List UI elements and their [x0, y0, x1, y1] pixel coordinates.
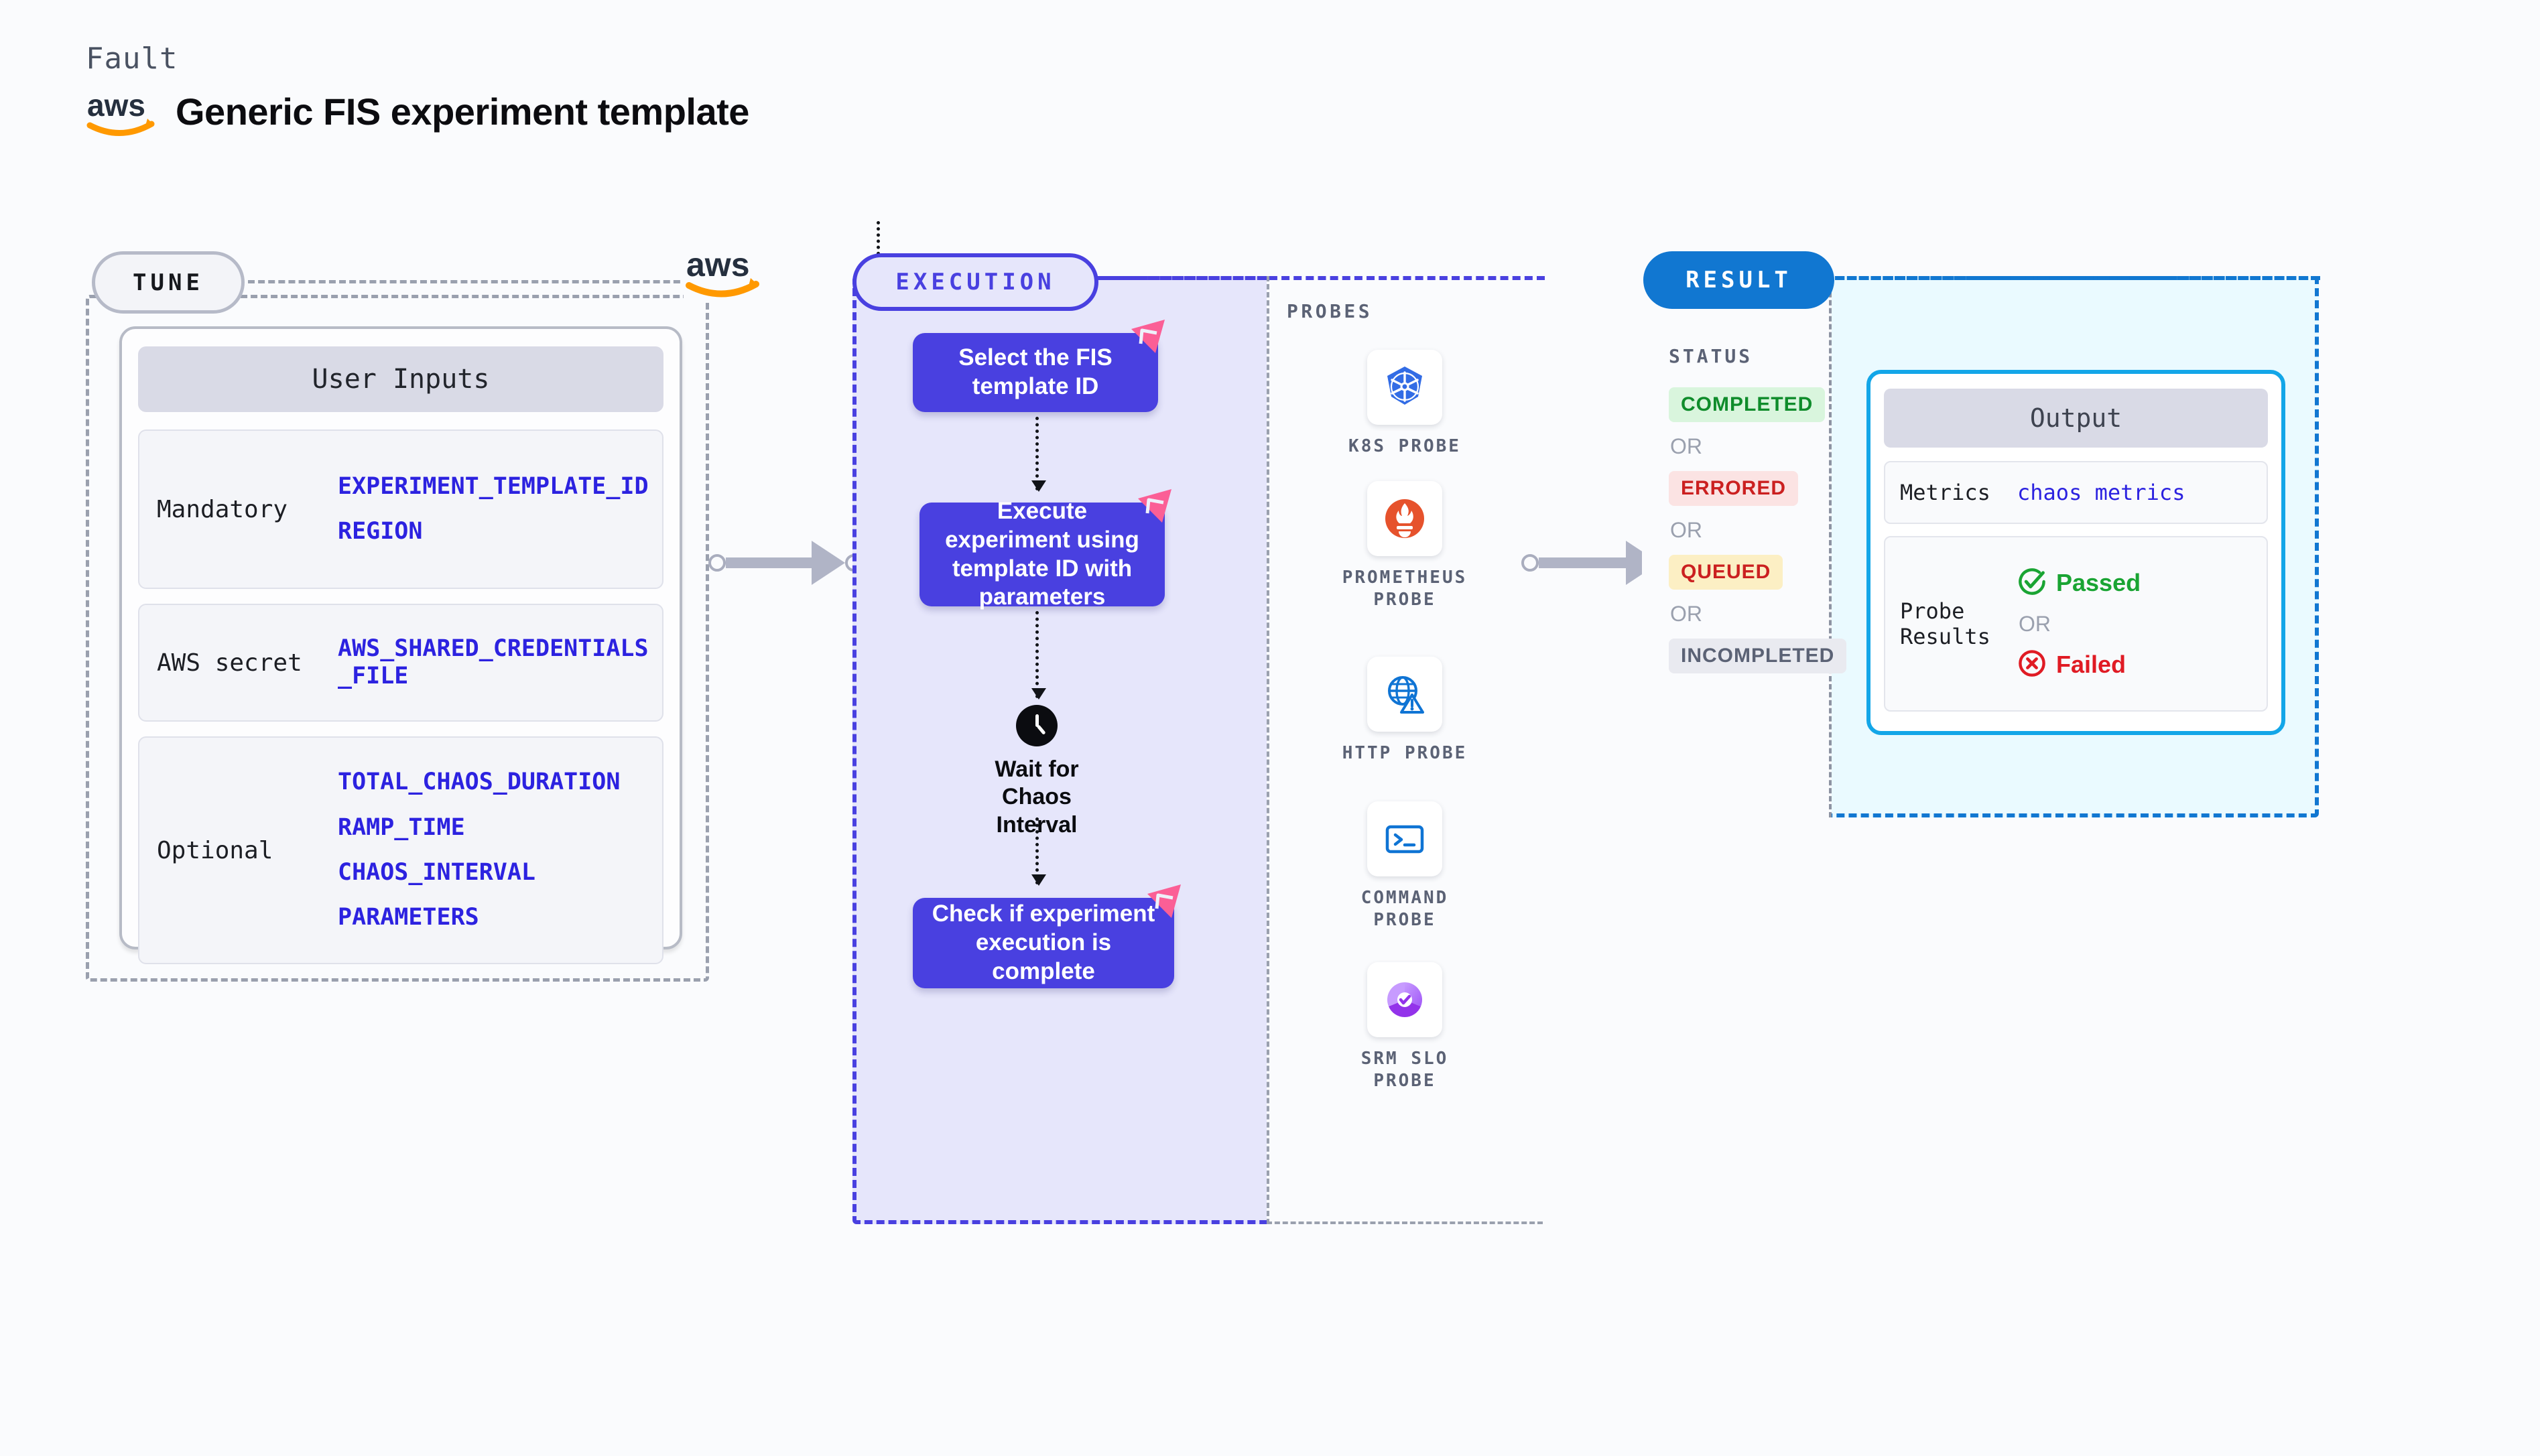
execution-node-wait-interval: Wait for Chaos Interval [973, 705, 1100, 839]
user-inputs-card: User Inputs Mandatory EXPERIMENT_TEMPLAT… [119, 326, 682, 964]
status-heading: STATUS [1669, 345, 1753, 367]
flow-arrow [1031, 817, 1046, 886]
connector-start-dot [708, 554, 726, 572]
failed-label: Failed [2056, 651, 2126, 678]
input-group-mandatory: Mandatory EXPERIMENT_TEMPLATE_ID REGION [138, 429, 663, 589]
status-list: COMPLETED OR ERRORED OR QUEUED OR INCOMP… [1669, 387, 1847, 673]
env-var: EXPERIMENT_TEMPLATE_ID [338, 472, 649, 500]
probe-label: K8S PROBE [1348, 436, 1461, 456]
or-separator: OR [1670, 434, 1702, 458]
or-separator: OR [1670, 602, 1702, 626]
aws-logo: aws [86, 85, 158, 137]
result-dashed-connector [1835, 276, 2320, 280]
metrics-value: chaos metrics [2017, 480, 2185, 505]
connector-bar [1539, 557, 1626, 568]
srm-slo-donut-icon [1367, 962, 1442, 1037]
passed-label: Passed [2056, 569, 2141, 596]
execution-node-execute-experiment[interactable]: Execute experiment using template ID wit… [919, 489, 1171, 610]
flow-arrow [1031, 417, 1046, 492]
status-badge-queued: QUEUED [1669, 555, 1783, 590]
group-label: Optional [157, 836, 273, 864]
terminal-icon [1367, 801, 1442, 876]
group-label: AWS secret [157, 649, 302, 677]
eyebrow-label: Fault [86, 42, 178, 76]
check-circle-icon [2017, 567, 2047, 600]
x-circle-icon [2017, 649, 2047, 681]
env-var: RAMP_TIME [338, 813, 465, 841]
probe-result-passed: Passed [2017, 567, 2141, 600]
connector-bar [726, 557, 812, 568]
probe-label: COMMAND PROBE [1360, 888, 1449, 930]
status-badge-completed: COMPLETED [1669, 387, 1826, 422]
connector-tune-to-execution [708, 541, 863, 585]
litmus-flag-icon [1129, 486, 1176, 528]
litmus-flag-icon [1122, 317, 1169, 358]
probe-item-prometheus[interactable]: PROMETHEUS PROBE [1304, 481, 1505, 610]
probe-item-k8s[interactable]: K8S PROBE [1304, 350, 1505, 458]
probe-label: SRM SLO PROBE [1360, 1049, 1449, 1091]
metrics-label: Metrics [1900, 479, 1990, 505]
connector-arrowhead [812, 541, 845, 585]
probes-subsection-frame [1267, 276, 1543, 1224]
output-card: Output Metrics chaos metrics Probe Resul… [1866, 370, 2285, 735]
probe-result-failed: Failed [2017, 649, 2141, 681]
tune-dashed-connector [248, 280, 690, 283]
execution-node-label: Check if experiment execution is complet… [932, 901, 1155, 984]
svg-text:aws: aws [87, 88, 145, 123]
group-label: Mandatory [157, 495, 288, 523]
status-badge-errored: ERRORED [1669, 471, 1799, 506]
probe-results-label: Probe Results [1900, 598, 1990, 649]
output-row-probe-results: Probe Results Passed OR [1884, 536, 2268, 712]
tune-section-pill[interactable]: TUNE [92, 251, 245, 314]
input-group-optional: Optional TOTAL_CHAOS_DURATION RAMP_TIME … [138, 736, 663, 964]
probe-label: PROMETHEUS PROBE [1342, 568, 1468, 610]
or-separator: OR [2019, 611, 2051, 636]
wait-node-label: Wait for Chaos Interval [995, 756, 1079, 838]
env-var: TOTAL_CHAOS_DURATION [338, 769, 621, 796]
env-var: AWS_SHARED_CREDENTIALS _FILE [338, 635, 649, 689]
execution-node-check-complete[interactable]: Check if experiment execution is complet… [913, 884, 1181, 988]
page-title: Generic FIS experiment template [176, 90, 749, 133]
prometheus-icon [1367, 481, 1442, 556]
execution-section-pill[interactable]: EXECUTION [852, 253, 1098, 311]
env-var: PARAMETERS [338, 904, 479, 931]
tune-section-frame [86, 295, 709, 982]
execution-node-select-template[interactable]: Select the FIS template ID [913, 320, 1165, 412]
execution-dashed-connector [1099, 276, 1545, 280]
flow-arrow [1031, 611, 1046, 700]
litmus-flag-icon [1138, 882, 1185, 923]
execution-pill-drop-line [877, 221, 880, 261]
http-globe-warning-icon [1367, 657, 1442, 732]
execution-node-label: Select the FIS template ID [958, 344, 1113, 399]
env-var: CHAOS_INTERVAL [338, 859, 536, 886]
result-section-pill[interactable]: RESULT [1643, 251, 1834, 309]
probes-heading: PROBES [1287, 300, 1373, 322]
page-header: Fault aws Generic FIS experiment templat… [86, 42, 749, 137]
env-var: REGION [338, 518, 423, 545]
probe-item-http[interactable]: HTTP PROBE [1304, 657, 1505, 765]
output-row-metrics: Metrics chaos metrics [1884, 461, 2268, 524]
status-badge-incompleted: INCOMPLETED [1669, 639, 1847, 673]
or-separator: OR [1670, 518, 1702, 542]
execution-node-label: Execute experiment using template ID wit… [945, 498, 1139, 610]
user-inputs-title: User Inputs [138, 346, 663, 412]
probe-item-srm-slo[interactable]: SRM SLO PROBE [1304, 962, 1505, 1091]
aws-logo: aws [684, 243, 763, 300]
connector-start-dot [1521, 554, 1539, 572]
clock-icon [1016, 705, 1058, 746]
svg-text:aws: aws [686, 246, 750, 283]
kubernetes-icon [1367, 350, 1442, 425]
probe-item-command[interactable]: COMMAND PROBE [1304, 801, 1505, 931]
output-title: Output [1884, 389, 2268, 448]
probe-label: HTTP PROBE [1342, 743, 1468, 763]
status-column [1642, 276, 1832, 817]
input-group-aws-secret: AWS secret AWS_SHARED_CREDENTIALS _FILE [138, 604, 663, 722]
